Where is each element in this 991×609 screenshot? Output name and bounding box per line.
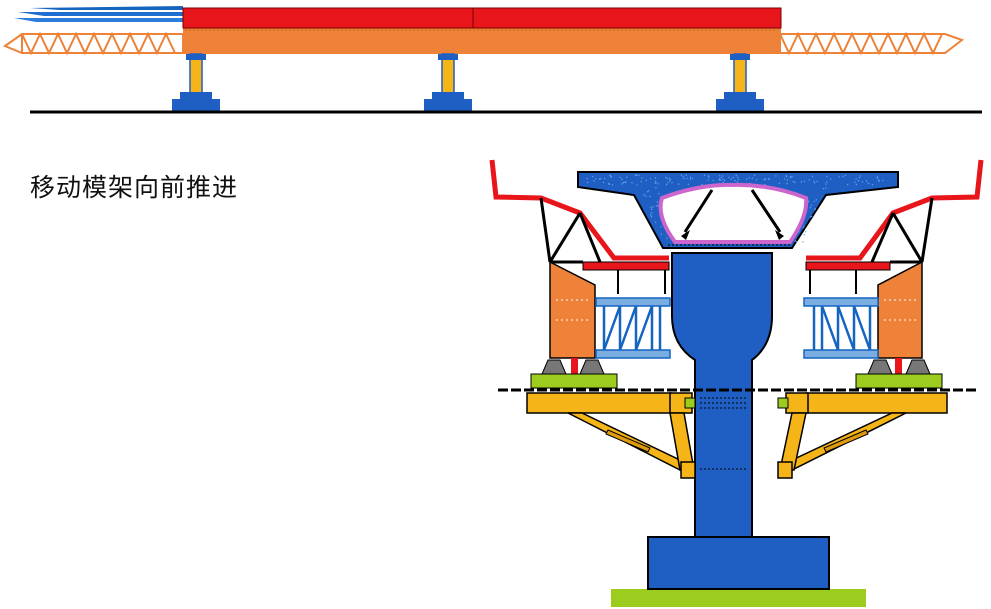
right-slider bbox=[855, 358, 943, 389]
left-outer-form bbox=[489, 159, 669, 261]
right-outer-form bbox=[806, 159, 984, 261]
base-ground bbox=[611, 589, 866, 607]
pier-column bbox=[671, 252, 773, 538]
right-bracket bbox=[777, 392, 948, 479]
pier-support-1 bbox=[172, 53, 220, 111]
inner-form bbox=[658, 182, 809, 244]
side-elevation bbox=[2, 6, 982, 114]
main-girder bbox=[183, 28, 781, 54]
right-cross-truss bbox=[803, 297, 879, 359]
pile-cap bbox=[647, 536, 830, 590]
launching-nose-icon bbox=[14, 6, 183, 22]
left-main-beam bbox=[549, 260, 596, 359]
left-jacks bbox=[617, 270, 666, 294]
left-slider bbox=[530, 358, 618, 389]
right-main-beam bbox=[877, 260, 923, 359]
right-strut-frame bbox=[870, 197, 934, 264]
pier-support-2 bbox=[424, 53, 472, 111]
diagram-caption: 移动模架向前推进 bbox=[30, 173, 239, 202]
pier-support-3 bbox=[716, 53, 764, 111]
left-strut-frame bbox=[539, 197, 602, 264]
formwork-segment-2 bbox=[472, 7, 782, 29]
right-jacks bbox=[809, 270, 857, 294]
left-cross-truss bbox=[595, 297, 671, 359]
left-bracket bbox=[526, 392, 696, 479]
